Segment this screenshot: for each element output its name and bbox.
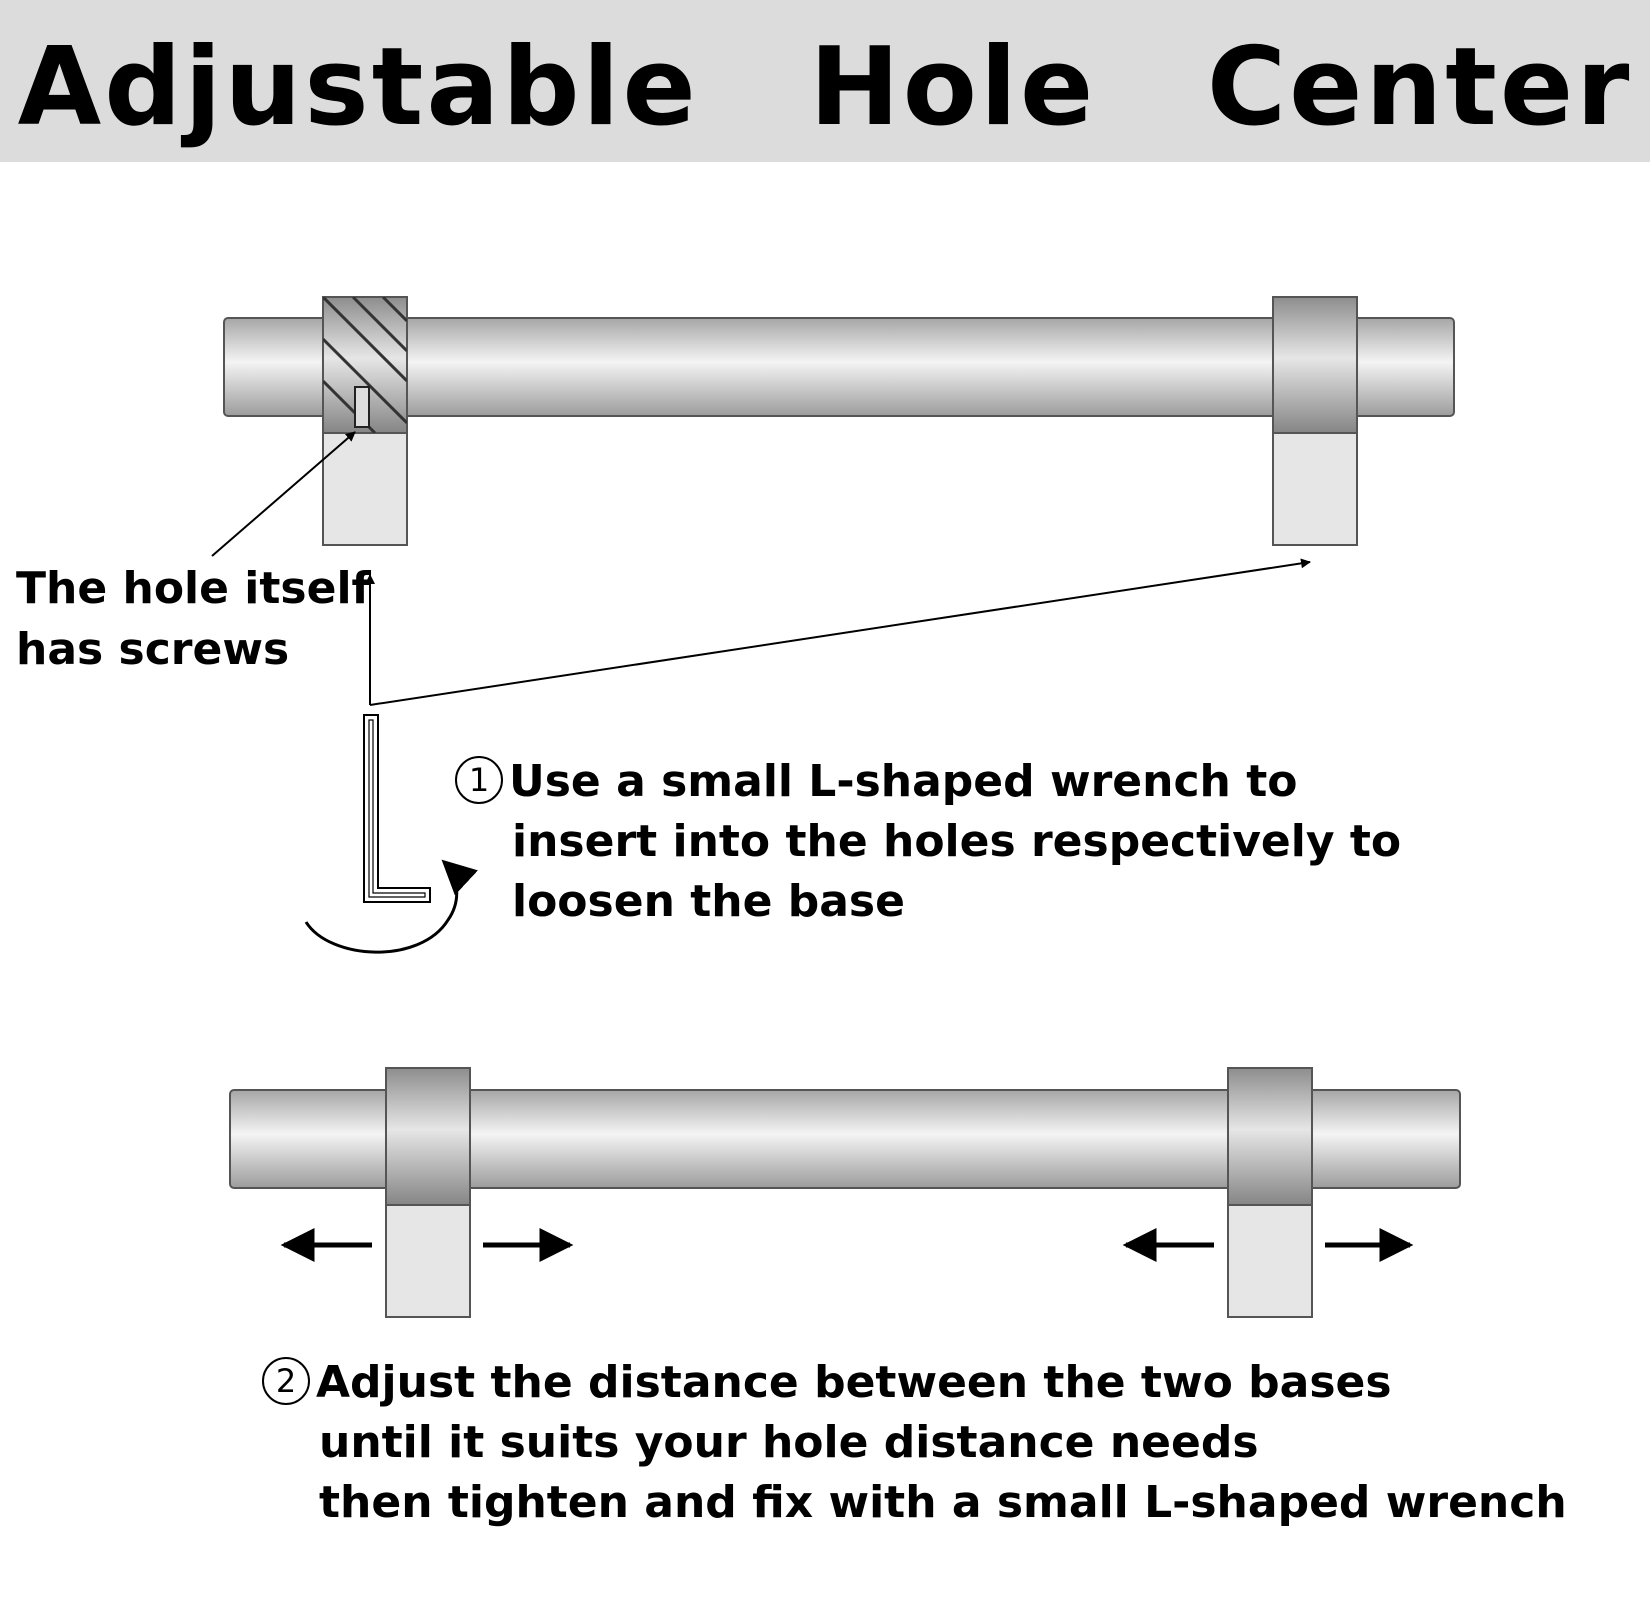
bottom-right-base-leg — [1227, 1204, 1313, 1318]
step-1-line-2: insert into the holes respectively to — [512, 816, 1402, 867]
step-1-number: 1 — [455, 756, 503, 804]
top-left-base-leg — [322, 432, 408, 546]
allen-wrench-icon — [363, 714, 431, 903]
bottom-left-base-leg — [385, 1204, 471, 1318]
bottom-left-base-collar — [385, 1067, 471, 1206]
bottom-handle-rod — [229, 1089, 1461, 1189]
top-handle — [223, 296, 1455, 546]
screw-hole — [354, 386, 370, 428]
callout-line-1: The hole itself — [16, 563, 371, 614]
top-right-base-collar — [1272, 296, 1358, 434]
bottom-handle — [229, 1067, 1461, 1318]
step-2-number: 2 — [262, 1357, 310, 1405]
top-handle-rod — [223, 317, 1455, 417]
step-1-line-3: loosen the base — [512, 876, 905, 927]
top-right-base-leg — [1272, 432, 1358, 546]
callout-arrow — [211, 431, 356, 557]
step-2-line-3: then tighten and fix with a small L-shap… — [319, 1477, 1567, 1528]
rotation-arrow-icon — [304, 859, 478, 954]
callout-text: The hole itself has screws — [16, 558, 371, 680]
callout-line-2: has screws — [16, 624, 290, 675]
page-title: Adjustable Hole Center — [17, 25, 1633, 150]
bottom-right-base-collar — [1227, 1067, 1313, 1206]
arrow-right-icon — [369, 558, 1311, 706]
title-banner — [0, 0, 1650, 162]
step-2-line-2: until it suits your hole distance needs — [319, 1417, 1259, 1468]
